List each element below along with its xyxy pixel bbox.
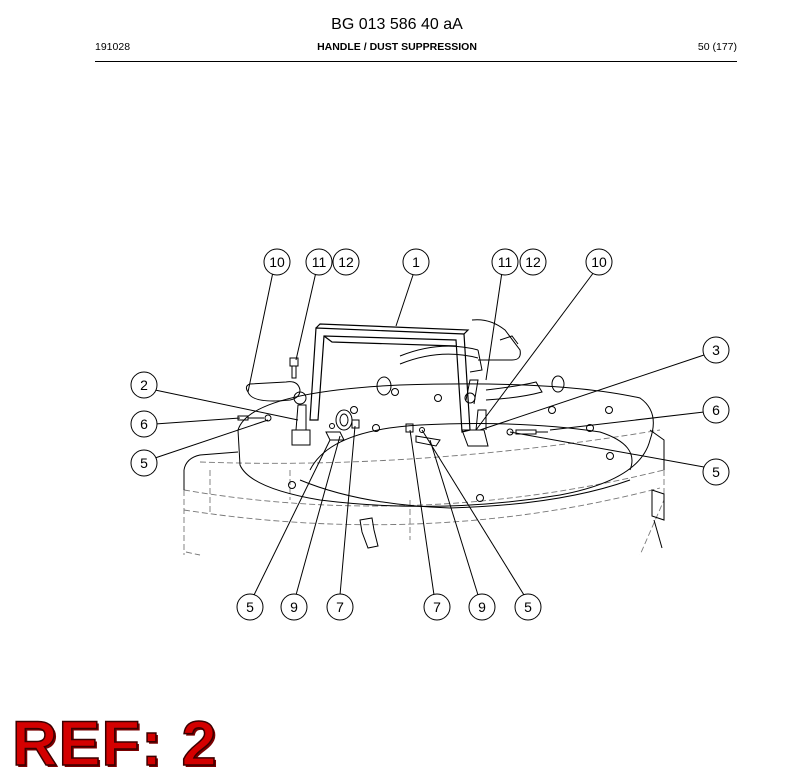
svg-text:5: 5 — [246, 599, 254, 615]
svg-text:9: 9 — [478, 599, 486, 615]
callout-2: 2 — [130, 371, 158, 399]
callout-9-bottom-right: 9 — [468, 593, 496, 621]
svg-text:7: 7 — [336, 599, 344, 615]
callout-10-right: 10 — [585, 248, 613, 276]
callout-12-right: 12 — [519, 248, 547, 276]
leader-7a — [339, 425, 356, 596]
callout-3: 3 — [702, 336, 730, 364]
dust-suppression-hoses — [245, 319, 543, 405]
machine-body-outline — [183, 429, 665, 556]
header-rule — [95, 61, 737, 62]
leader-1 — [395, 271, 415, 327]
callout-11-right: 11 — [491, 248, 519, 276]
page-number: 50 (177) — [697, 41, 737, 53]
svg-text:2: 2 — [140, 377, 148, 393]
machine-drawing — [183, 319, 665, 556]
svg-text:5: 5 — [524, 599, 532, 615]
lid-bolts — [288, 388, 614, 502]
svg-text:5: 5 — [712, 464, 720, 480]
leader-9b — [429, 439, 479, 596]
svg-text:11: 11 — [312, 254, 327, 270]
fasteners — [237, 357, 548, 447]
leader-5b — [509, 431, 705, 468]
leader-3 — [479, 354, 705, 431]
callout-10-left: 10 — [263, 248, 291, 276]
callout-5-left: 5 — [130, 449, 158, 477]
callout-11-left: 11 — [305, 248, 333, 276]
callout-12-left: 12 — [332, 248, 360, 276]
header-code: 191028 — [95, 41, 131, 53]
callout-6-right: 6 — [702, 396, 730, 424]
callout-5-right: 5 — [702, 458, 730, 486]
callout-5-bottom-right: 5 — [514, 593, 542, 621]
callout-5-bottom-left: 5 — [236, 593, 264, 621]
handle — [309, 323, 471, 433]
leader-5d — [421, 429, 525, 596]
leader-5c — [253, 439, 331, 596]
leader-9a — [295, 435, 341, 596]
svg-text:12: 12 — [338, 254, 354, 270]
svg-text:12: 12 — [525, 254, 541, 270]
callout-1: 1 — [402, 248, 430, 276]
svg-text:7: 7 — [433, 599, 441, 615]
handle-brackets — [291, 404, 489, 447]
leader-10a — [247, 271, 274, 393]
svg-text:10: 10 — [591, 254, 607, 270]
leader-11b — [485, 271, 503, 381]
svg-text:5: 5 — [140, 455, 148, 471]
svg-text:6: 6 — [140, 416, 148, 432]
leader-7b — [409, 429, 435, 596]
ref-label: REF: 2 — [11, 709, 218, 779]
machine-lid — [237, 383, 654, 507]
leader-10b — [475, 271, 595, 431]
svg-text:10: 10 — [269, 254, 285, 270]
callout-7-bottom-left: 7 — [326, 593, 354, 621]
leader-2 — [154, 389, 299, 421]
callout-6-left: 6 — [130, 410, 158, 438]
leader-6a — [154, 417, 241, 425]
svg-text:3: 3 — [712, 342, 720, 358]
leader-6b — [549, 411, 705, 431]
section-title: HANDLE / DUST SUPPRESSION — [317, 41, 477, 53]
leader-lines — [154, 271, 705, 596]
svg-text:9: 9 — [290, 599, 298, 615]
callout-7-bottom-right: 7 — [423, 593, 451, 621]
svg-text:6: 6 — [712, 402, 720, 418]
svg-text:11: 11 — [498, 254, 513, 270]
leader-5a — [154, 419, 269, 459]
leader-11a — [295, 271, 317, 361]
side-latches — [359, 489, 665, 549]
callout-9-bottom-left: 9 — [280, 593, 308, 621]
document-number: BG 013 586 40 aA — [331, 16, 463, 33]
svg-text:1: 1 — [412, 254, 420, 270]
